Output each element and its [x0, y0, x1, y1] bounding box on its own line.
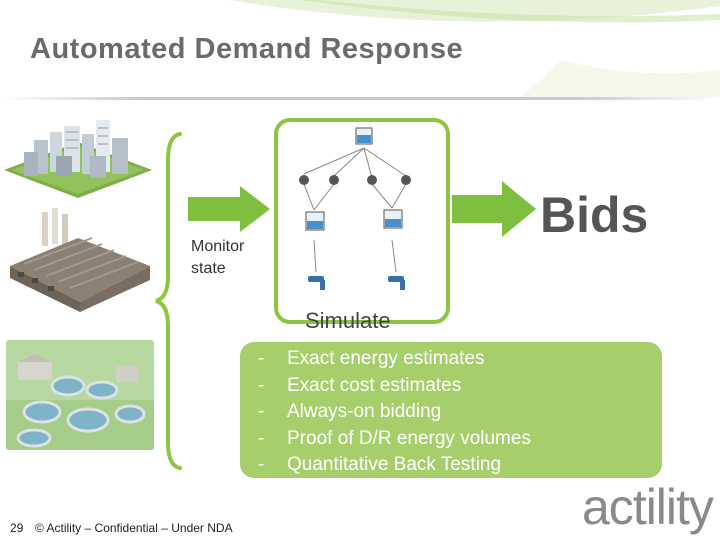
- bullet-marker: -: [258, 374, 265, 396]
- slide-header: Automated Demand Response: [0, 0, 720, 98]
- list-item: - Quantitative Back Testing: [258, 452, 531, 479]
- benefit-text: Quantitative Back Testing: [287, 454, 502, 475]
- list-item: - Always-on bidding: [258, 399, 531, 426]
- monitor-label-line-2: state: [191, 260, 226, 277]
- faucet-icon: [308, 276, 325, 290]
- header-swoosh-decoration: [230, 0, 720, 98]
- list-item: -Exact cost estimates: [258, 373, 531, 400]
- monitor-state-label: Monitor state: [191, 236, 244, 280]
- curly-brace: [155, 132, 182, 470]
- tank-icon: [383, 209, 403, 229]
- simulate-label: Simulate: [305, 308, 391, 333]
- bullet-marker: -: [258, 454, 265, 475]
- flow-diagram: [299, 127, 411, 290]
- benefit-text: Proof of D/R energy volumes: [287, 427, 531, 449]
- monitor-label-line-1: Monitor: [191, 238, 245, 255]
- bullet-marker: -: [258, 401, 265, 422]
- confidential-notice: © Actility – Confidential – Under NDA: [35, 521, 233, 535]
- simulation-diagram-frame: [274, 118, 450, 324]
- list-item: - Exact energy estimates: [258, 346, 531, 373]
- slide-title: Automated Demand Response: [30, 33, 464, 65]
- tank-icon: [305, 211, 325, 231]
- benefits-panel: [240, 342, 662, 478]
- list-item: -Proof of D/R energy volumes: [258, 426, 531, 453]
- bids-label: Bids: [540, 187, 649, 243]
- city-buildings-image: [4, 112, 152, 198]
- bullet-marker: -: [258, 348, 265, 369]
- benefit-text: Always-on bidding: [287, 401, 442, 422]
- benefit-text: Exact energy estimates: [287, 348, 485, 369]
- water-treatment-image: [6, 340, 154, 450]
- green-arrow-right: [452, 181, 536, 237]
- tank-icon: [355, 127, 373, 145]
- green-arrow-right: [188, 186, 270, 232]
- page-number: 29: [10, 521, 24, 535]
- benefits-list: -Exact energy estimates -Exact cost esti…: [258, 346, 531, 479]
- benefit-text: Exact cost estimates: [287, 374, 462, 396]
- actility-logo: actility: [582, 478, 714, 536]
- factory-image: [8, 208, 152, 312]
- faucet-icon: [388, 276, 405, 290]
- logo-text: actility: [582, 479, 714, 535]
- bullet-marker: -: [258, 427, 265, 449]
- header-divider: [0, 97, 720, 100]
